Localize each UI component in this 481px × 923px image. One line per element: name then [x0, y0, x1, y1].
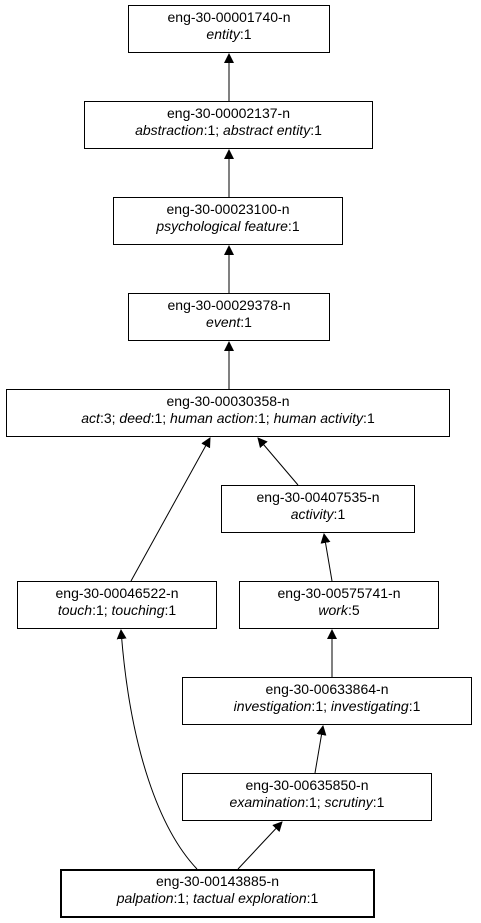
lemma-word: human action [170, 410, 255, 426]
synset-lemmas: touch:1; touching:1 [57, 602, 177, 618]
lemma-word: entity [206, 26, 240, 42]
lemma-sense: 1 [366, 410, 375, 426]
hypernym-edge-00575741-n-to-00407535-n [320, 533, 333, 582]
lemma-word: human activity [273, 410, 364, 426]
synset-id: eng-30-00575741-n [277, 585, 401, 601]
lemma-word: abstract entity [223, 122, 311, 138]
synset-id: eng-30-00001740-n [167, 9, 291, 25]
synset-id: eng-30-00407535-n [256, 489, 380, 505]
lemma-sense: 1 [207, 122, 216, 138]
synset-id: eng-30-00635850-n [245, 777, 369, 793]
synset-lemmas: act:3; deed:1; human action:1; human act… [81, 410, 375, 426]
lemma-word: examination [229, 794, 306, 810]
synset-lemmas: event:1 [206, 314, 252, 330]
lemma-word: scrutiny [324, 794, 373, 810]
lemma-sense: 1 [291, 218, 300, 234]
synset-lemmas: psychological feature:1 [156, 218, 300, 234]
hypernym-edge-00046522-n-to-00030358-n [130, 437, 211, 582]
lemma-sense: 1 [314, 122, 322, 138]
synset-id: eng-30-00002137-n [167, 105, 290, 121]
lemma-word: touch [57, 602, 93, 618]
lemma-sense: 5 [351, 602, 360, 618]
hypernym-edge-00143885-n-to-00635850-n [237, 821, 283, 870]
lemma-word: deed [119, 410, 151, 426]
synset-lemmas: abstraction:1; abstract entity:1 [135, 122, 322, 138]
synset-lemmas: work:5 [318, 602, 360, 618]
lemma-sense: 1 [244, 314, 252, 330]
lemma-sense: 1 [154, 410, 163, 426]
synset-id: eng-30-00633864-n [265, 681, 389, 697]
lemma-sense: 1 [308, 794, 317, 810]
synset-lemmas: activity:1 [290, 506, 346, 522]
synset-id: eng-30-00023100-n [166, 201, 290, 217]
synset-id: eng-30-00030358-n [166, 393, 290, 409]
lemma-word: investigating [330, 698, 409, 714]
synset-lemmas: palpation:1; tactual exploration:1 [116, 890, 319, 906]
lemma-sense: 3 [103, 410, 112, 426]
lemma-sense: 1 [95, 602, 104, 618]
hypernym-edge-00635850-n-to-00633864-n [314, 725, 327, 774]
synset-lemmas: examination:1; scrutiny:1 [229, 794, 385, 810]
hypernym-edge-00407535-n-to-00030358-n [257, 437, 299, 486]
lemma-word: psychological feature [156, 218, 288, 234]
lemma-word: activity [290, 506, 334, 522]
lemma-sense: 1 [257, 410, 266, 426]
hypernym-edge-00143885-n-to-00046522-n [116, 629, 198, 870]
lemma-sense: 1 [337, 506, 346, 522]
synset-id: eng-30-00046522-n [55, 585, 179, 601]
synset-lemmas: entity:1 [206, 26, 252, 42]
lemma-word: palpation [116, 890, 174, 906]
lemma-sense: 1 [412, 698, 421, 714]
lemma-word: abstraction [135, 122, 204, 138]
lemma-word: work [318, 602, 348, 618]
lemma-word: touching [111, 602, 165, 618]
lemma-word: act [81, 410, 100, 426]
synset-id: eng-30-00143885-n [156, 873, 279, 889]
synset-id: eng-30-00029378-n [167, 297, 291, 313]
synset-lemmas: investigation:1; investigating:1 [233, 698, 421, 714]
lemma-sense: 1 [315, 698, 324, 714]
lemma-word: event [206, 314, 241, 330]
lemma-sense: 1 [310, 890, 319, 906]
lemma-sense: 1 [243, 26, 252, 42]
lemma-sense: 1 [376, 794, 385, 810]
lemma-sense: 1 [168, 602, 177, 618]
lemma-word: investigation [233, 698, 312, 714]
lemma-sense: 1 [177, 890, 186, 906]
lemma-word: tactual exploration [192, 890, 307, 906]
